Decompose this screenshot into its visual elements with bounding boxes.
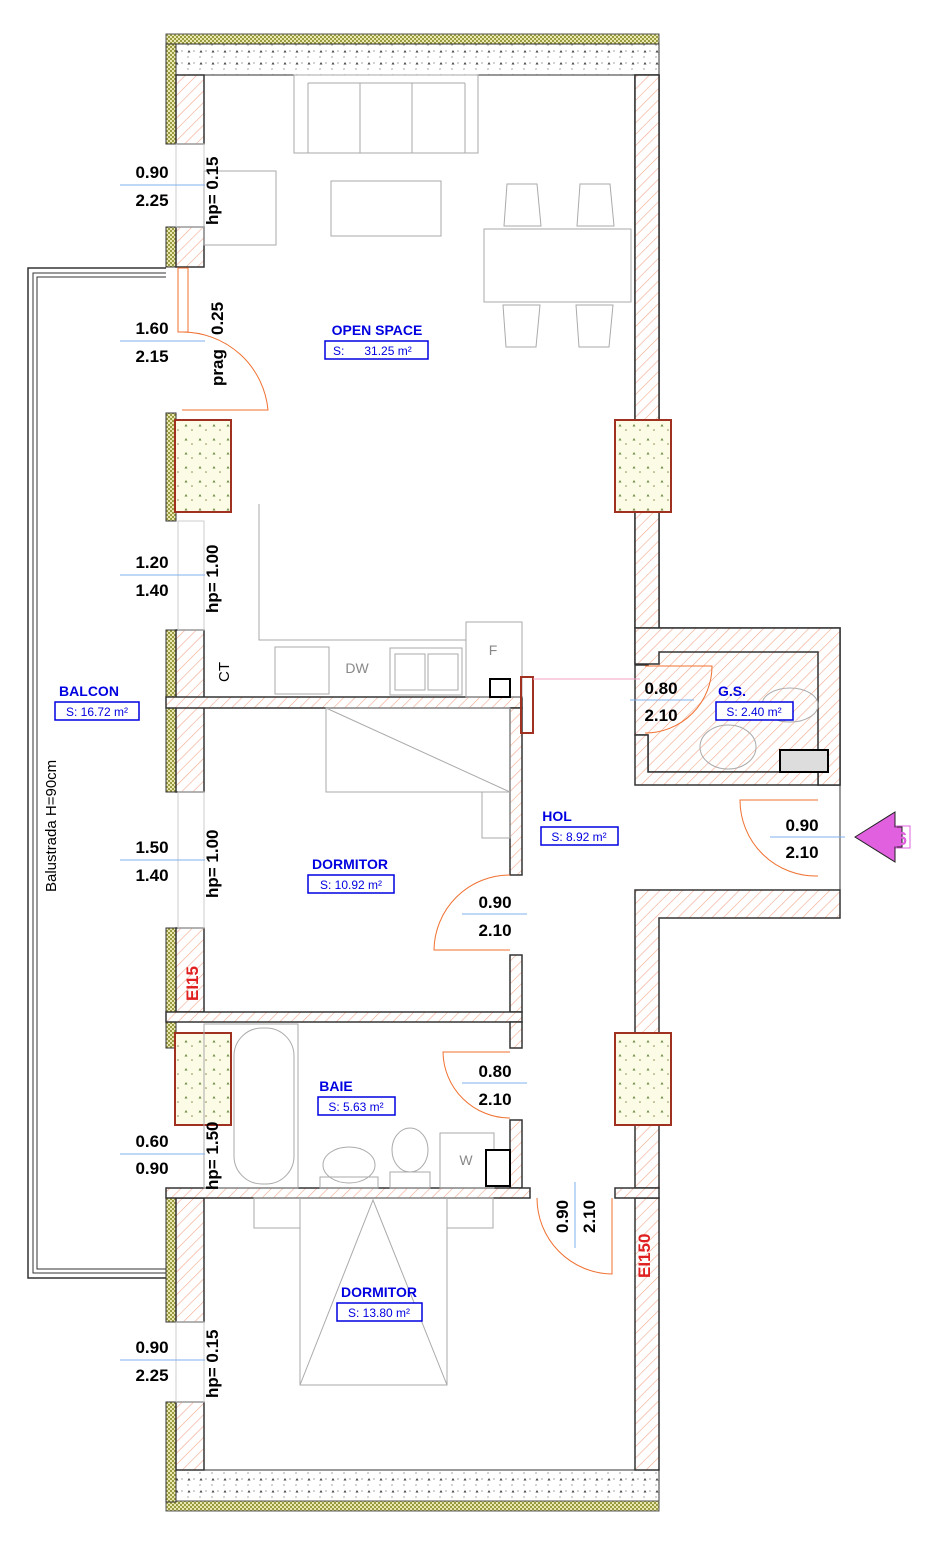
entrance-number: 6 [897, 829, 907, 849]
room-name: DORMITOR [341, 1284, 417, 1300]
sofa [293, 74, 479, 154]
doors [181, 331, 819, 1275]
door-gs-height: 2.10 [644, 706, 677, 725]
door-entrance-width: 0.90 [785, 816, 818, 835]
fire-rating-ei150: EI150 [635, 1234, 654, 1278]
bed [299, 1197, 448, 1386]
room-name: G.S. [718, 683, 746, 699]
room-area: S: 31.25 m² [333, 344, 412, 358]
room-hol: HOL S: 8.92 m² [540, 808, 619, 846]
door-baie-width: 0.80 [478, 1062, 511, 1081]
room-baie: BAIE S: 5.63 m² [317, 1078, 396, 1116]
window-4-sill: hp= 1.00 [203, 829, 222, 898]
fire-rating-ei15: EI15 [183, 966, 202, 1001]
window-3-height: 1.40 [135, 581, 168, 600]
dining-table [483, 228, 632, 303]
window-1-height: 2.25 [135, 191, 168, 210]
sink [389, 647, 463, 696]
exterior-wall-left [165, 43, 205, 1503]
door-gs-width: 0.80 [644, 679, 677, 698]
room-name: DORMITOR [312, 856, 388, 872]
coffee-table [330, 180, 442, 237]
shaft [520, 676, 534, 734]
furniture [203, 74, 829, 1386]
exterior-wall-bottom [165, 1469, 660, 1512]
window-5-height: 0.90 [135, 1159, 168, 1178]
gs-sink [699, 724, 757, 770]
window-4-width: 1.50 [135, 838, 168, 857]
structural-columns [174, 419, 672, 1126]
window-5-sill: hp= 1.50 [203, 1121, 222, 1190]
kitchen-counter [258, 504, 466, 641]
interior-walls [165, 696, 531, 1199]
entrance-arrow-icon: 6 [854, 811, 911, 863]
room-name: HOL [542, 808, 572, 824]
dormitor2-door [536, 1197, 613, 1275]
room-area: S: 8.92 m² [551, 830, 606, 844]
room-gs: G.S. S: 2.40 m² [715, 683, 794, 721]
room-dormitor-2: DORMITOR S: 13.80 m² [336, 1284, 423, 1322]
door-dormitor2-width: 0.90 [553, 1200, 572, 1233]
window-2-note: prag [208, 349, 227, 386]
room-dormitor-1: DORMITOR S: 10.92 m² [307, 856, 395, 894]
dormitor-door [433, 874, 511, 951]
window-2-width: 1.60 [135, 319, 168, 338]
room-name: BAIE [319, 1078, 352, 1094]
window-2-sill: 0.25 [208, 302, 227, 335]
room-area: S: 2.40 m² [726, 705, 781, 719]
door-entrance-height: 2.10 [785, 843, 818, 862]
window-3-width: 1.20 [135, 553, 168, 572]
window-6-width: 0.90 [135, 1338, 168, 1357]
room-area: S: 13.80 m² [348, 1306, 410, 1320]
exterior-wall-right [614, 74, 841, 1471]
baie-door [442, 1051, 511, 1119]
bathroom-sink [322, 1146, 376, 1184]
door-dormitor2-height: 2.10 [580, 1200, 599, 1233]
entrance-door [739, 799, 819, 877]
exterior-wall-top [165, 33, 660, 76]
door-dormitor-height: 2.10 [478, 921, 511, 940]
window-1-width: 0.90 [135, 163, 168, 182]
balustrade-label: Balustrada H=90cm [43, 760, 60, 892]
dw-label: DW [345, 660, 369, 676]
balcony-railing [27, 267, 166, 1279]
room-open-space: OPEN SPACE S: 31.25 m² [324, 322, 429, 360]
washer-label: W [459, 1152, 473, 1168]
room-name: OPEN SPACE [332, 322, 423, 338]
window-5-width: 0.60 [135, 1132, 168, 1151]
toilet [391, 1127, 429, 1173]
window-6-sill: hp= 0.15 [203, 1329, 222, 1398]
window-2-height: 2.15 [135, 347, 168, 366]
window-1-sill: hp= 0.15 [203, 156, 222, 225]
window-3-sill: hp= 1.00 [203, 544, 222, 613]
room-area: S: 10.92 m² [320, 878, 382, 892]
dining-chairs [502, 183, 615, 348]
ct-label: CT [216, 662, 233, 682]
dimension-lines [120, 184, 845, 1361]
room-area: S: 5.63 m² [328, 1100, 383, 1114]
balcony-door [181, 331, 269, 411]
door-baie-height: 2.10 [478, 1090, 511, 1109]
wardrobe [325, 707, 511, 793]
room-balcon: BALCON S: 16.72 m² [54, 683, 140, 721]
window-4-height: 1.40 [135, 866, 168, 885]
room-name: BALCON [59, 683, 119, 699]
window-6-height: 2.25 [135, 1366, 168, 1385]
gs-door [644, 665, 713, 734]
bathtub [233, 1027, 295, 1185]
fridge-label: F [489, 642, 498, 658]
door-dormitor-width: 0.90 [478, 893, 511, 912]
armchair [203, 170, 277, 246]
room-area: S: 16.72 m² [66, 705, 128, 719]
